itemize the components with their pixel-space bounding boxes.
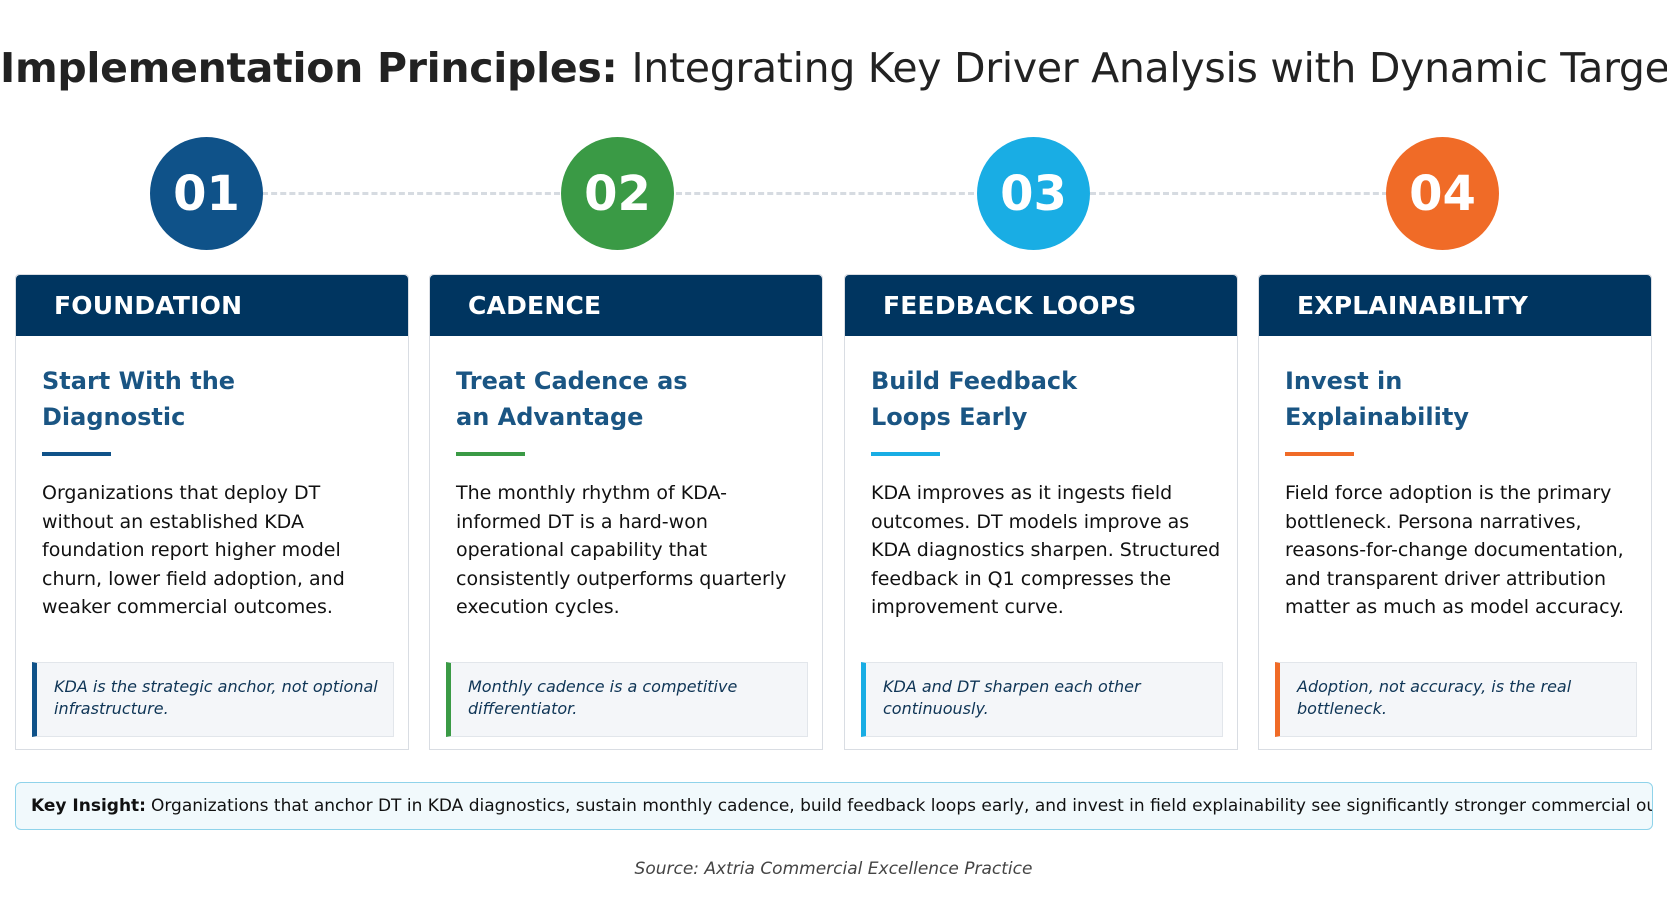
accent-rule <box>456 452 525 456</box>
card-subtitle-line: an Advantage <box>456 403 644 431</box>
step-number-circle: 02 <box>561 137 674 250</box>
principle-card-cadence: CADENCE Treat Cadence as an Advantage Th… <box>429 274 823 750</box>
card-header: FEEDBACK LOOPS <box>845 275 1237 336</box>
step-connector <box>262 192 560 195</box>
card-callout: KDA is the strategic anchor, not optiona… <box>32 662 394 737</box>
card-callout: KDA and DT sharpen each other continuous… <box>861 662 1223 737</box>
step-connector <box>676 192 974 195</box>
title-rest: Integrating Key Driver Analysis with Dyn… <box>631 44 1667 92</box>
principle-card-explainability: EXPLAINABILITY Invest in Explainability … <box>1258 274 1652 750</box>
step-number-circle: 03 <box>977 137 1090 250</box>
card-subtitle-line: Treat Cadence as <box>456 367 688 395</box>
accent-rule <box>42 452 111 456</box>
card-body-text: Organizations that deploy DT without an … <box>42 482 345 618</box>
accent-rule <box>1285 452 1354 456</box>
card-header: CADENCE <box>430 275 822 336</box>
key-insight-label: Key Insight: <box>31 796 146 816</box>
principle-card-feedback-loops: FEEDBACK LOOPS Build Feedback Loops Earl… <box>844 274 1238 750</box>
card-callout: Monthly cadence is a competitive differe… <box>446 662 808 737</box>
page-title: Implementation Principles: Integrating K… <box>0 44 1667 92</box>
accent-rule <box>871 452 940 456</box>
card-subtitle: Start With the Diagnostic <box>42 363 342 435</box>
title-emphasis: Implementation Principles: <box>0 44 618 92</box>
card-subtitle-line: Start With the <box>42 367 236 395</box>
key-insight-text: Organizations that anchor DT in KDA diag… <box>150 796 1653 816</box>
key-insight-banner: Key Insight: Organizations that anchor D… <box>15 782 1653 830</box>
card-callout: Adoption, not accuracy, is the real bott… <box>1275 662 1637 737</box>
card-body-text: The monthly rhythm of KDA-informed DT is… <box>456 482 787 618</box>
card-body-text: KDA improves as it ingests field outcome… <box>871 482 1221 618</box>
source-note: Source: Axtria Commercial Excellence Pra… <box>634 859 1033 879</box>
card-subtitle-line: Explainability <box>1285 403 1469 431</box>
card-subtitle-line: Diagnostic <box>42 403 186 431</box>
principle-card-foundation: FOUNDATION Start With the Diagnostic Org… <box>15 274 409 750</box>
card-subtitle: Build Feedback Loops Early <box>871 363 1171 435</box>
card-subtitle-line: Build Feedback <box>871 367 1078 395</box>
card-subtitle-line: Loops Early <box>871 403 1028 431</box>
card-body-text: Field force adoption is the primary bott… <box>1285 482 1625 618</box>
card-subtitle: Invest in Explainability <box>1285 363 1585 435</box>
card-header: FOUNDATION <box>16 275 408 336</box>
card-subtitle: Treat Cadence as an Advantage <box>456 363 756 435</box>
step-connector <box>1090 192 1388 195</box>
card-subtitle-line: Invest in <box>1285 367 1403 395</box>
step-number-circle: 01 <box>150 137 263 250</box>
card-header: EXPLAINABILITY <box>1259 275 1651 336</box>
step-number-circle: 04 <box>1386 137 1499 250</box>
